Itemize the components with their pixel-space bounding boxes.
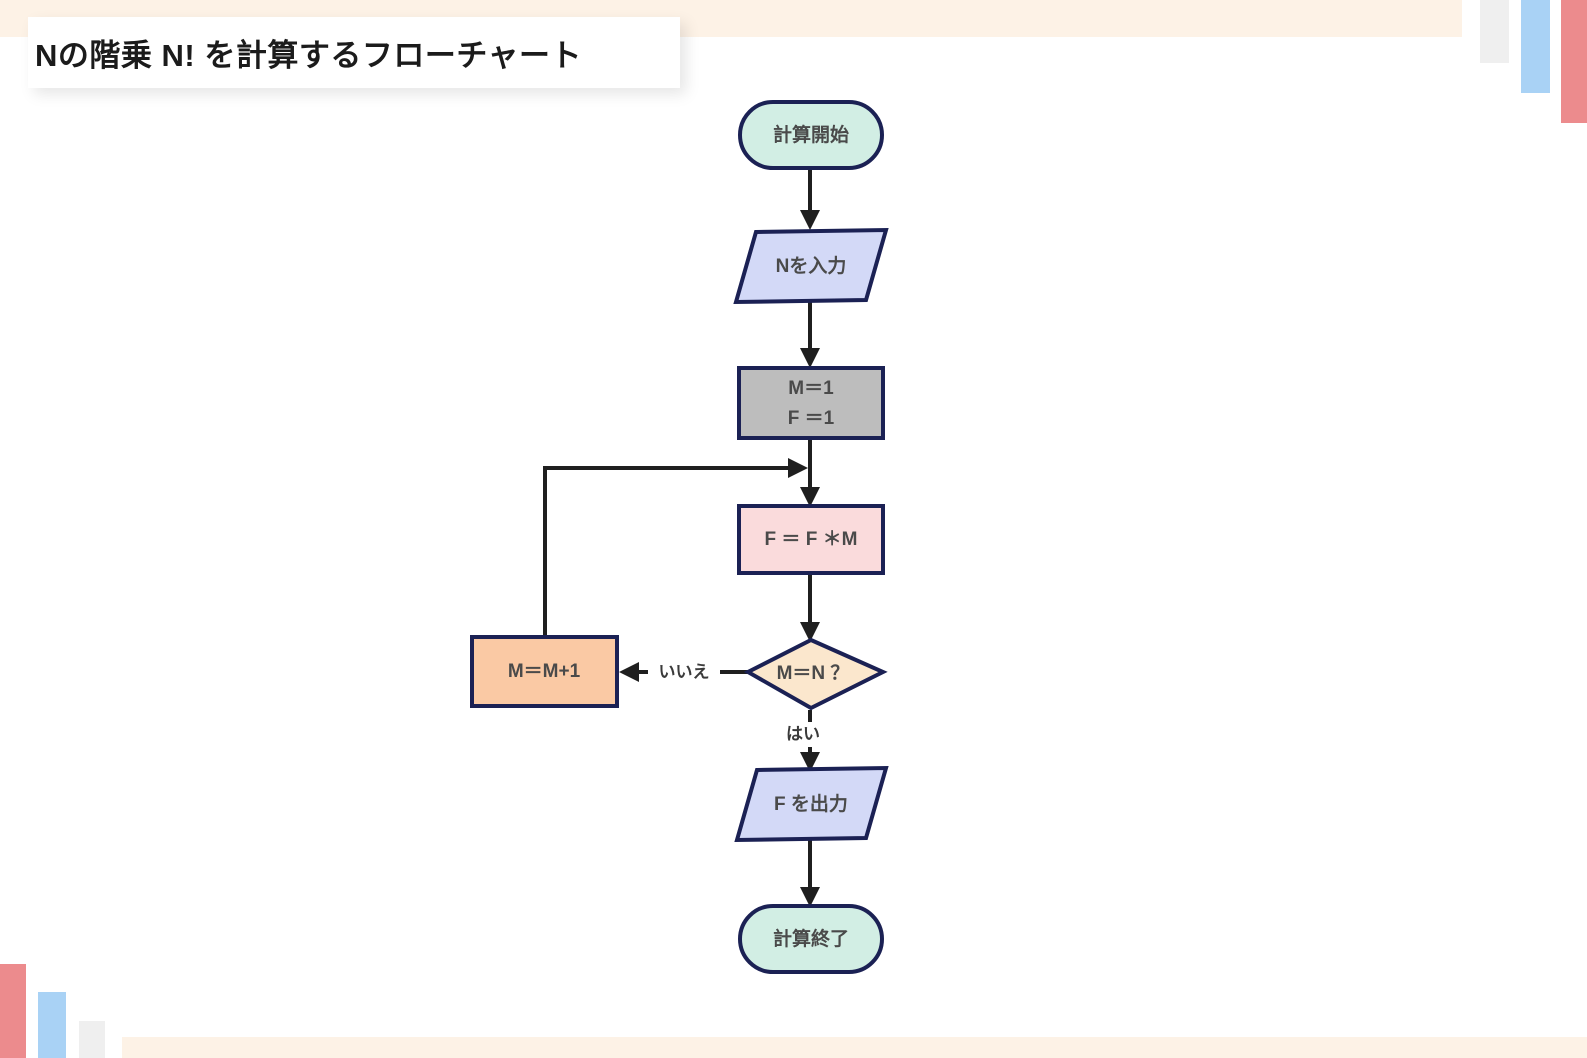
edge-label-no: いいえ xyxy=(648,660,720,685)
flow-node-end-label: 計算終了 xyxy=(773,927,849,950)
flow-node-end[interactable]: 計算終了 xyxy=(738,904,884,974)
decor-bar-bottom-left-blue xyxy=(38,992,66,1058)
edge-label-yes: はい xyxy=(780,722,824,747)
decor-bar-top-right-blue xyxy=(1521,0,1550,93)
flow-node-input-label: Nを入力 xyxy=(776,254,847,277)
flow-node-multiply[interactable]: F ＝ F ＊M xyxy=(737,504,885,575)
flow-node-output[interactable]: F を出力 xyxy=(734,765,889,843)
decor-bar-top-right-gray xyxy=(1480,0,1509,63)
flow-node-increment[interactable]: M＝M+1 xyxy=(470,635,619,708)
flow-node-init-label-line2: F ＝1 xyxy=(788,408,835,429)
decor-strip-bottom-cream xyxy=(122,1037,1587,1058)
decor-bar-bottom-left-gray xyxy=(79,1021,105,1058)
flow-node-input[interactable]: Nを入力 xyxy=(733,227,889,305)
flow-node-start[interactable]: 計算開始 xyxy=(738,100,884,170)
decor-bar-top-right-red xyxy=(1561,0,1587,123)
flow-node-decision[interactable]: M＝N ？ xyxy=(743,637,888,711)
edge-increment-to-multiply-loop xyxy=(543,458,808,638)
flow-node-multiply-label: F ＝ F ＊M xyxy=(765,529,858,550)
flow-node-start-label: 計算開始 xyxy=(773,123,849,146)
flow-node-increment-label: M＝M+1 xyxy=(508,661,581,682)
edge-label-no-text: いいえ xyxy=(659,662,710,681)
page-title: Nの階乗 N! を計算するフローチャート xyxy=(35,38,583,73)
flow-node-init[interactable]: M＝1 F ＝1 xyxy=(737,366,885,440)
page-title-card: Nの階乗 N! を計算するフローチャート xyxy=(28,17,680,88)
flow-node-init-label-line1: M＝1 xyxy=(788,378,834,399)
flow-node-decision-label: M＝N ？ xyxy=(777,663,850,684)
flow-node-output-label: F を出力 xyxy=(774,792,848,815)
decor-bar-bottom-left-red xyxy=(0,964,26,1058)
edge-label-yes-text: はい xyxy=(786,724,820,743)
